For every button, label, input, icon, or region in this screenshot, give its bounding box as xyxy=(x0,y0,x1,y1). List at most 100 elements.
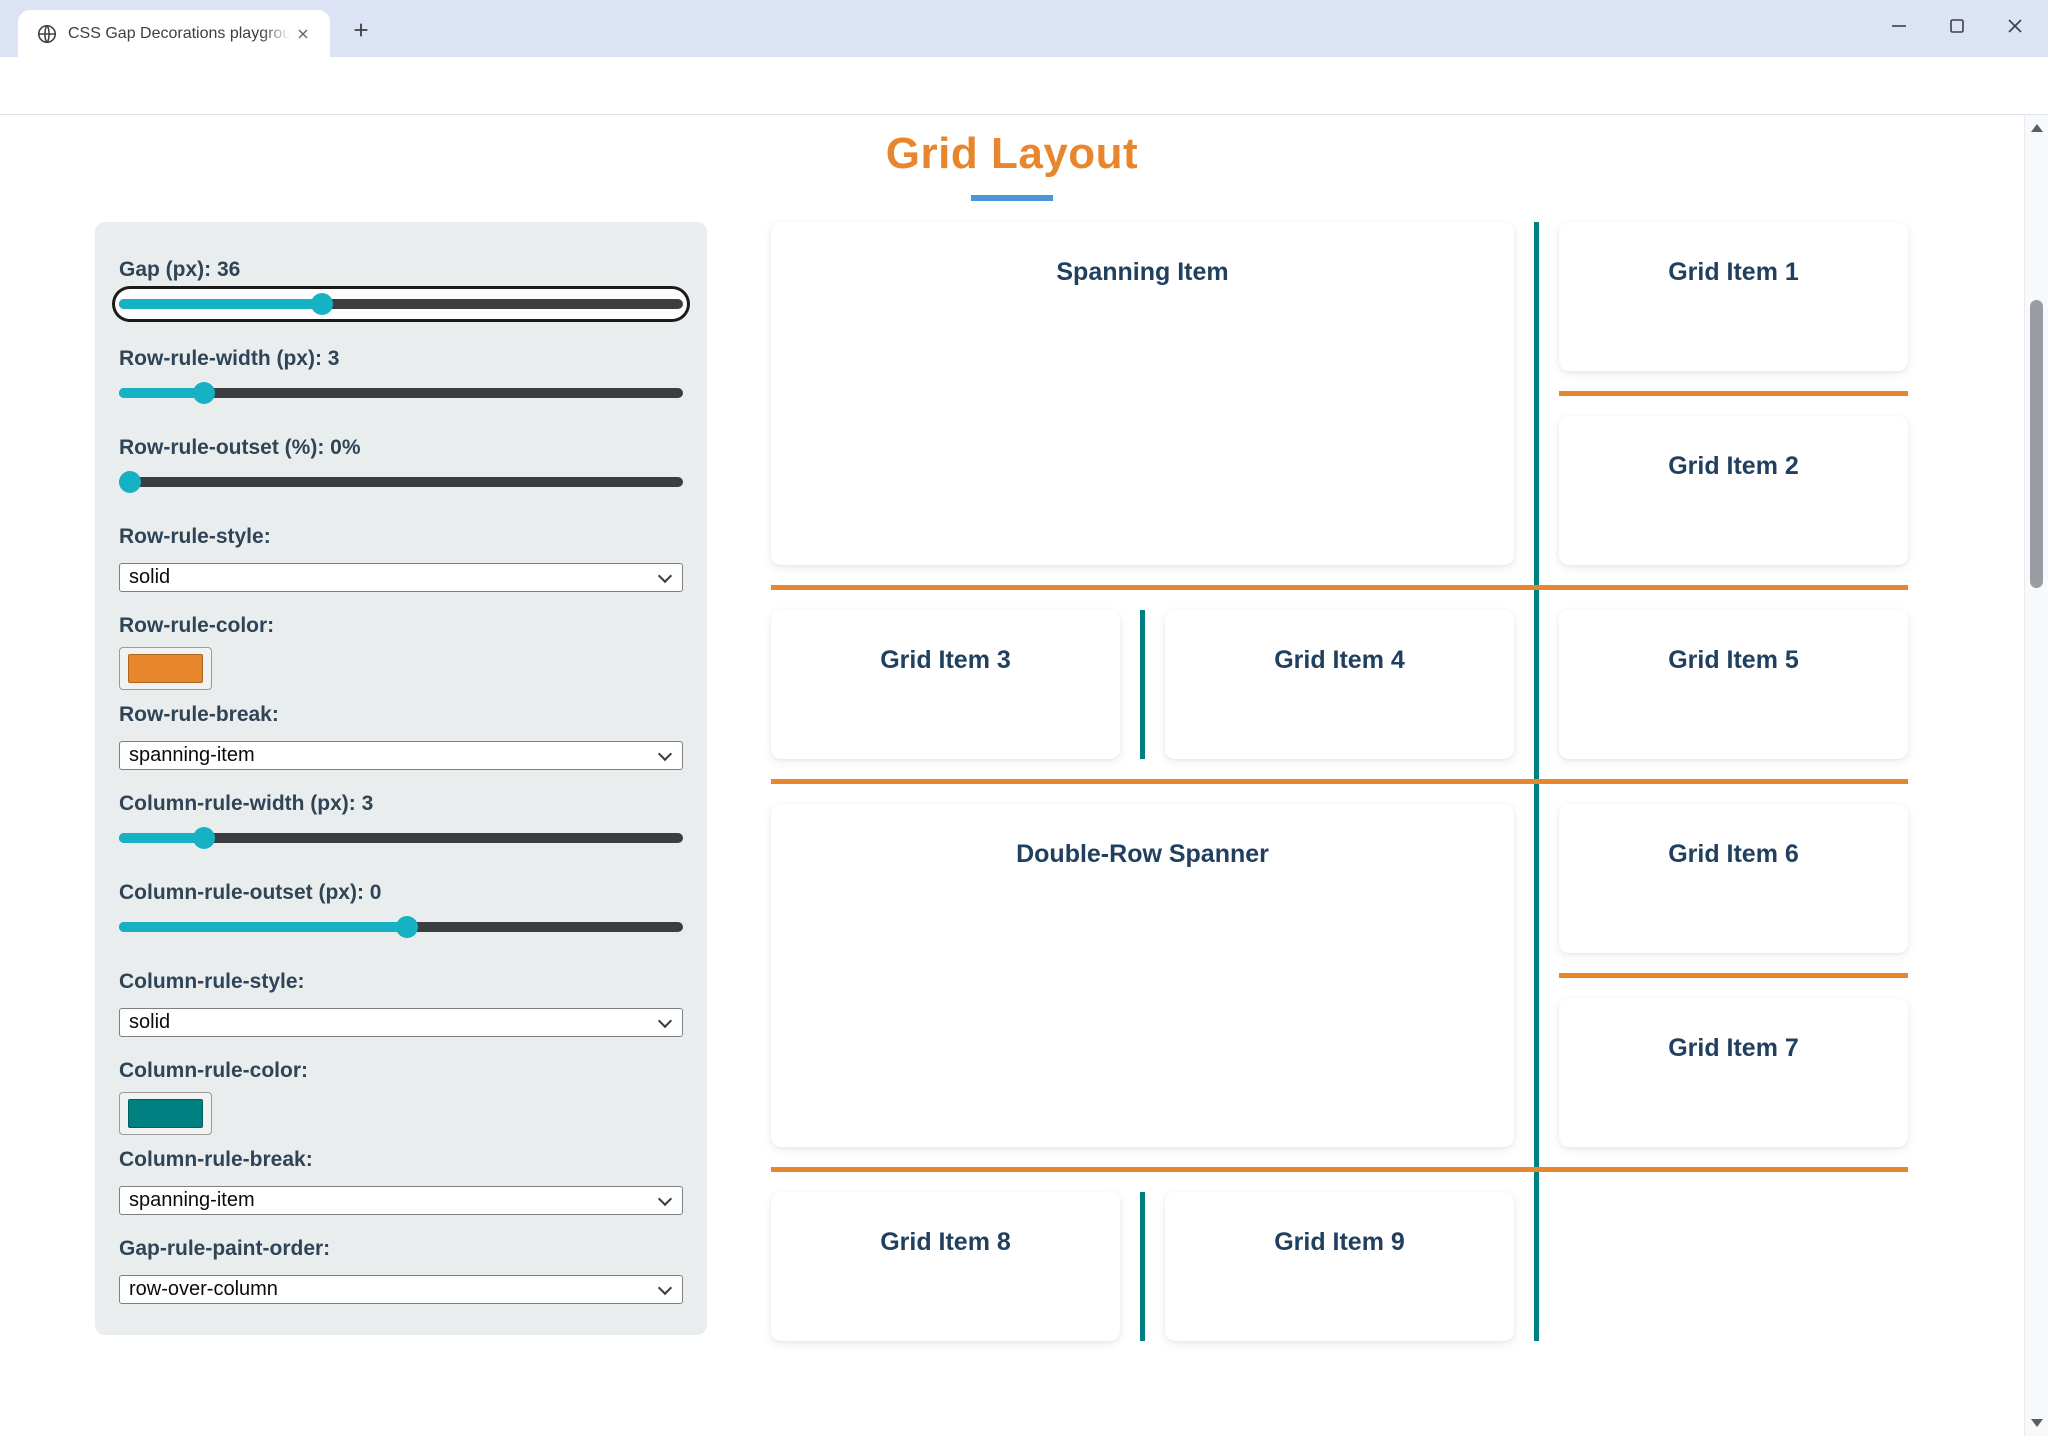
chevron-down-icon xyxy=(657,1280,673,1296)
slider-track[interactable] xyxy=(119,477,683,487)
grid-item-card: Spanning Item xyxy=(771,222,1514,565)
tab-title: CSS Gap Decorations playground xyxy=(68,10,290,57)
grid-item-card: Grid Item 6 xyxy=(1559,804,1908,953)
row-rule xyxy=(1559,391,1908,396)
maximize-icon xyxy=(1950,19,1964,33)
window-controls xyxy=(1870,6,2044,46)
slider[interactable] xyxy=(119,471,683,493)
slider-fill xyxy=(119,833,204,843)
chevron-down-icon xyxy=(657,1191,673,1207)
column-rule xyxy=(1140,1192,1145,1341)
slider[interactable] xyxy=(119,827,683,849)
control-row-rule-break: Row-rule-break: spanning-item xyxy=(119,702,683,770)
select-dropdown[interactable]: solid xyxy=(119,563,683,592)
grid-item-card: Grid Item 5 xyxy=(1559,610,1908,759)
color-picker[interactable] xyxy=(119,647,212,690)
grid-item-label: Grid Item 5 xyxy=(1668,646,1799,674)
slider-fill xyxy=(119,922,407,932)
select-dropdown[interactable]: solid xyxy=(119,1008,683,1037)
grid-item-label: Grid Item 1 xyxy=(1668,258,1799,286)
chevron-down-icon xyxy=(657,1013,673,1029)
title-underline xyxy=(971,195,1053,201)
control-label: Column-rule-color: xyxy=(119,1059,308,1082)
chevron-down-icon xyxy=(657,568,673,584)
color-swatch xyxy=(128,1099,203,1128)
control-label: Column-rule-width (px): 3 xyxy=(119,792,374,815)
grid-item-label: Grid Item 2 xyxy=(1668,452,1799,480)
control-label: Column-rule-style: xyxy=(119,970,305,993)
slider-track[interactable] xyxy=(119,299,683,309)
grid-item-label: Double-Row Spanner xyxy=(1016,840,1269,868)
grid-canvas: Spanning Item Grid Item 1 Grid Item 2 Gr… xyxy=(771,222,1908,1341)
control-row-rule-outset: Row-rule-outset (%): 0% xyxy=(119,435,683,493)
grid-item-card: Grid Item 4 xyxy=(1165,610,1514,759)
grid-item-label: Grid Item 7 xyxy=(1668,1034,1799,1062)
grid-item-label: Grid Item 8 xyxy=(880,1228,1011,1256)
controls-panel: Gap (px): 36 Row-rule-width (px): 3 Row-… xyxy=(95,222,707,1335)
close-window-button[interactable] xyxy=(1986,6,2044,46)
control-label: Row-rule-color: xyxy=(119,614,275,637)
slider[interactable] xyxy=(119,916,683,938)
control-gap-rule-paint-order: Gap-rule-paint-order: row-over-column xyxy=(119,1236,683,1304)
minimize-button[interactable] xyxy=(1870,6,1928,46)
grid-item-card: Double-Row Spanner xyxy=(771,804,1514,1147)
grid-item-label: Grid Item 4 xyxy=(1274,646,1405,674)
grid-item-card: Grid Item 7 xyxy=(1559,998,1908,1147)
grid-item-label: Grid Item 3 xyxy=(880,646,1011,674)
slider-thumb[interactable] xyxy=(192,382,215,404)
select-dropdown[interactable]: spanning-item xyxy=(119,1186,683,1215)
grid-item-label: Spanning Item xyxy=(1056,258,1229,286)
control-row-rule-width: Row-rule-width (px): 3 xyxy=(119,346,683,404)
control-label: Gap-rule-paint-order: xyxy=(119,1237,331,1260)
grid-item-label: Grid Item 9 xyxy=(1274,1228,1405,1256)
control-column-rule-break: Column-rule-break: spanning-item xyxy=(119,1147,683,1215)
slider-track[interactable] xyxy=(119,388,683,398)
color-picker[interactable] xyxy=(119,1092,212,1135)
control-label: Column-rule-outset (px): 0 xyxy=(119,881,382,904)
chevron-down-icon xyxy=(657,746,673,762)
browser-tab[interactable]: CSS Gap Decorations playground xyxy=(18,10,330,57)
maximize-button[interactable] xyxy=(1928,6,1986,46)
control-label: Row-rule-break: xyxy=(119,703,279,726)
grid-item-card: Grid Item 9 xyxy=(1165,1192,1514,1341)
slider-thumb[interactable] xyxy=(395,916,418,938)
tab-strip: CSS Gap Decorations playground xyxy=(0,0,2048,57)
control-column-rule-width: Column-rule-width (px): 3 xyxy=(119,791,683,849)
vertical-scrollbar[interactable] xyxy=(2024,115,2048,1436)
slider-track[interactable] xyxy=(119,833,683,843)
control-label: Row-rule-style: xyxy=(119,525,271,548)
select-value: solid xyxy=(129,566,171,588)
plus-icon xyxy=(354,23,368,37)
control-row-rule-color: Row-rule-color: xyxy=(119,613,683,690)
close-icon xyxy=(2008,19,2022,33)
row-rule xyxy=(771,585,1908,590)
scroll-down-arrow[interactable] xyxy=(2031,1419,2043,1427)
color-swatch xyxy=(128,654,203,683)
browser-toolbar: microsoftedge.github.io/Demos/css-gap-de… xyxy=(0,57,2048,164)
control-label: Column-rule-break: xyxy=(119,1148,313,1171)
control-label: Gap (px): 36 xyxy=(119,258,241,281)
scrollbar-thumb[interactable] xyxy=(2030,300,2043,588)
control-gap: Gap (px): 36 xyxy=(119,257,683,315)
select-value: solid xyxy=(129,1011,171,1033)
slider-thumb[interactable] xyxy=(192,827,215,849)
column-rule xyxy=(1140,610,1145,759)
slider-fill xyxy=(119,388,204,398)
minimize-icon xyxy=(1892,25,1906,27)
tab-close-button[interactable] xyxy=(292,23,314,45)
page-title: Grid Layout xyxy=(885,129,1139,178)
new-tab-button[interactable] xyxy=(346,15,376,45)
slider-thumb[interactable] xyxy=(311,293,334,315)
grid-item-card: Grid Item 2 xyxy=(1559,416,1908,565)
grid-item-card: Grid Item 3 xyxy=(771,610,1120,759)
slider[interactable] xyxy=(119,382,683,404)
select-dropdown[interactable]: row-over-column xyxy=(119,1275,683,1304)
page-content: Grid Layout Gap (px): 36 Row-rule-width … xyxy=(0,115,2048,1436)
slider[interactable] xyxy=(119,293,683,315)
grid-item-label: Grid Item 6 xyxy=(1668,840,1799,868)
slider-thumb[interactable] xyxy=(119,471,142,493)
select-dropdown[interactable]: spanning-item xyxy=(119,741,683,770)
scroll-up-arrow[interactable] xyxy=(2031,124,2043,132)
control-column-rule-style: Column-rule-style: solid xyxy=(119,969,683,1037)
slider-fill xyxy=(119,299,323,309)
